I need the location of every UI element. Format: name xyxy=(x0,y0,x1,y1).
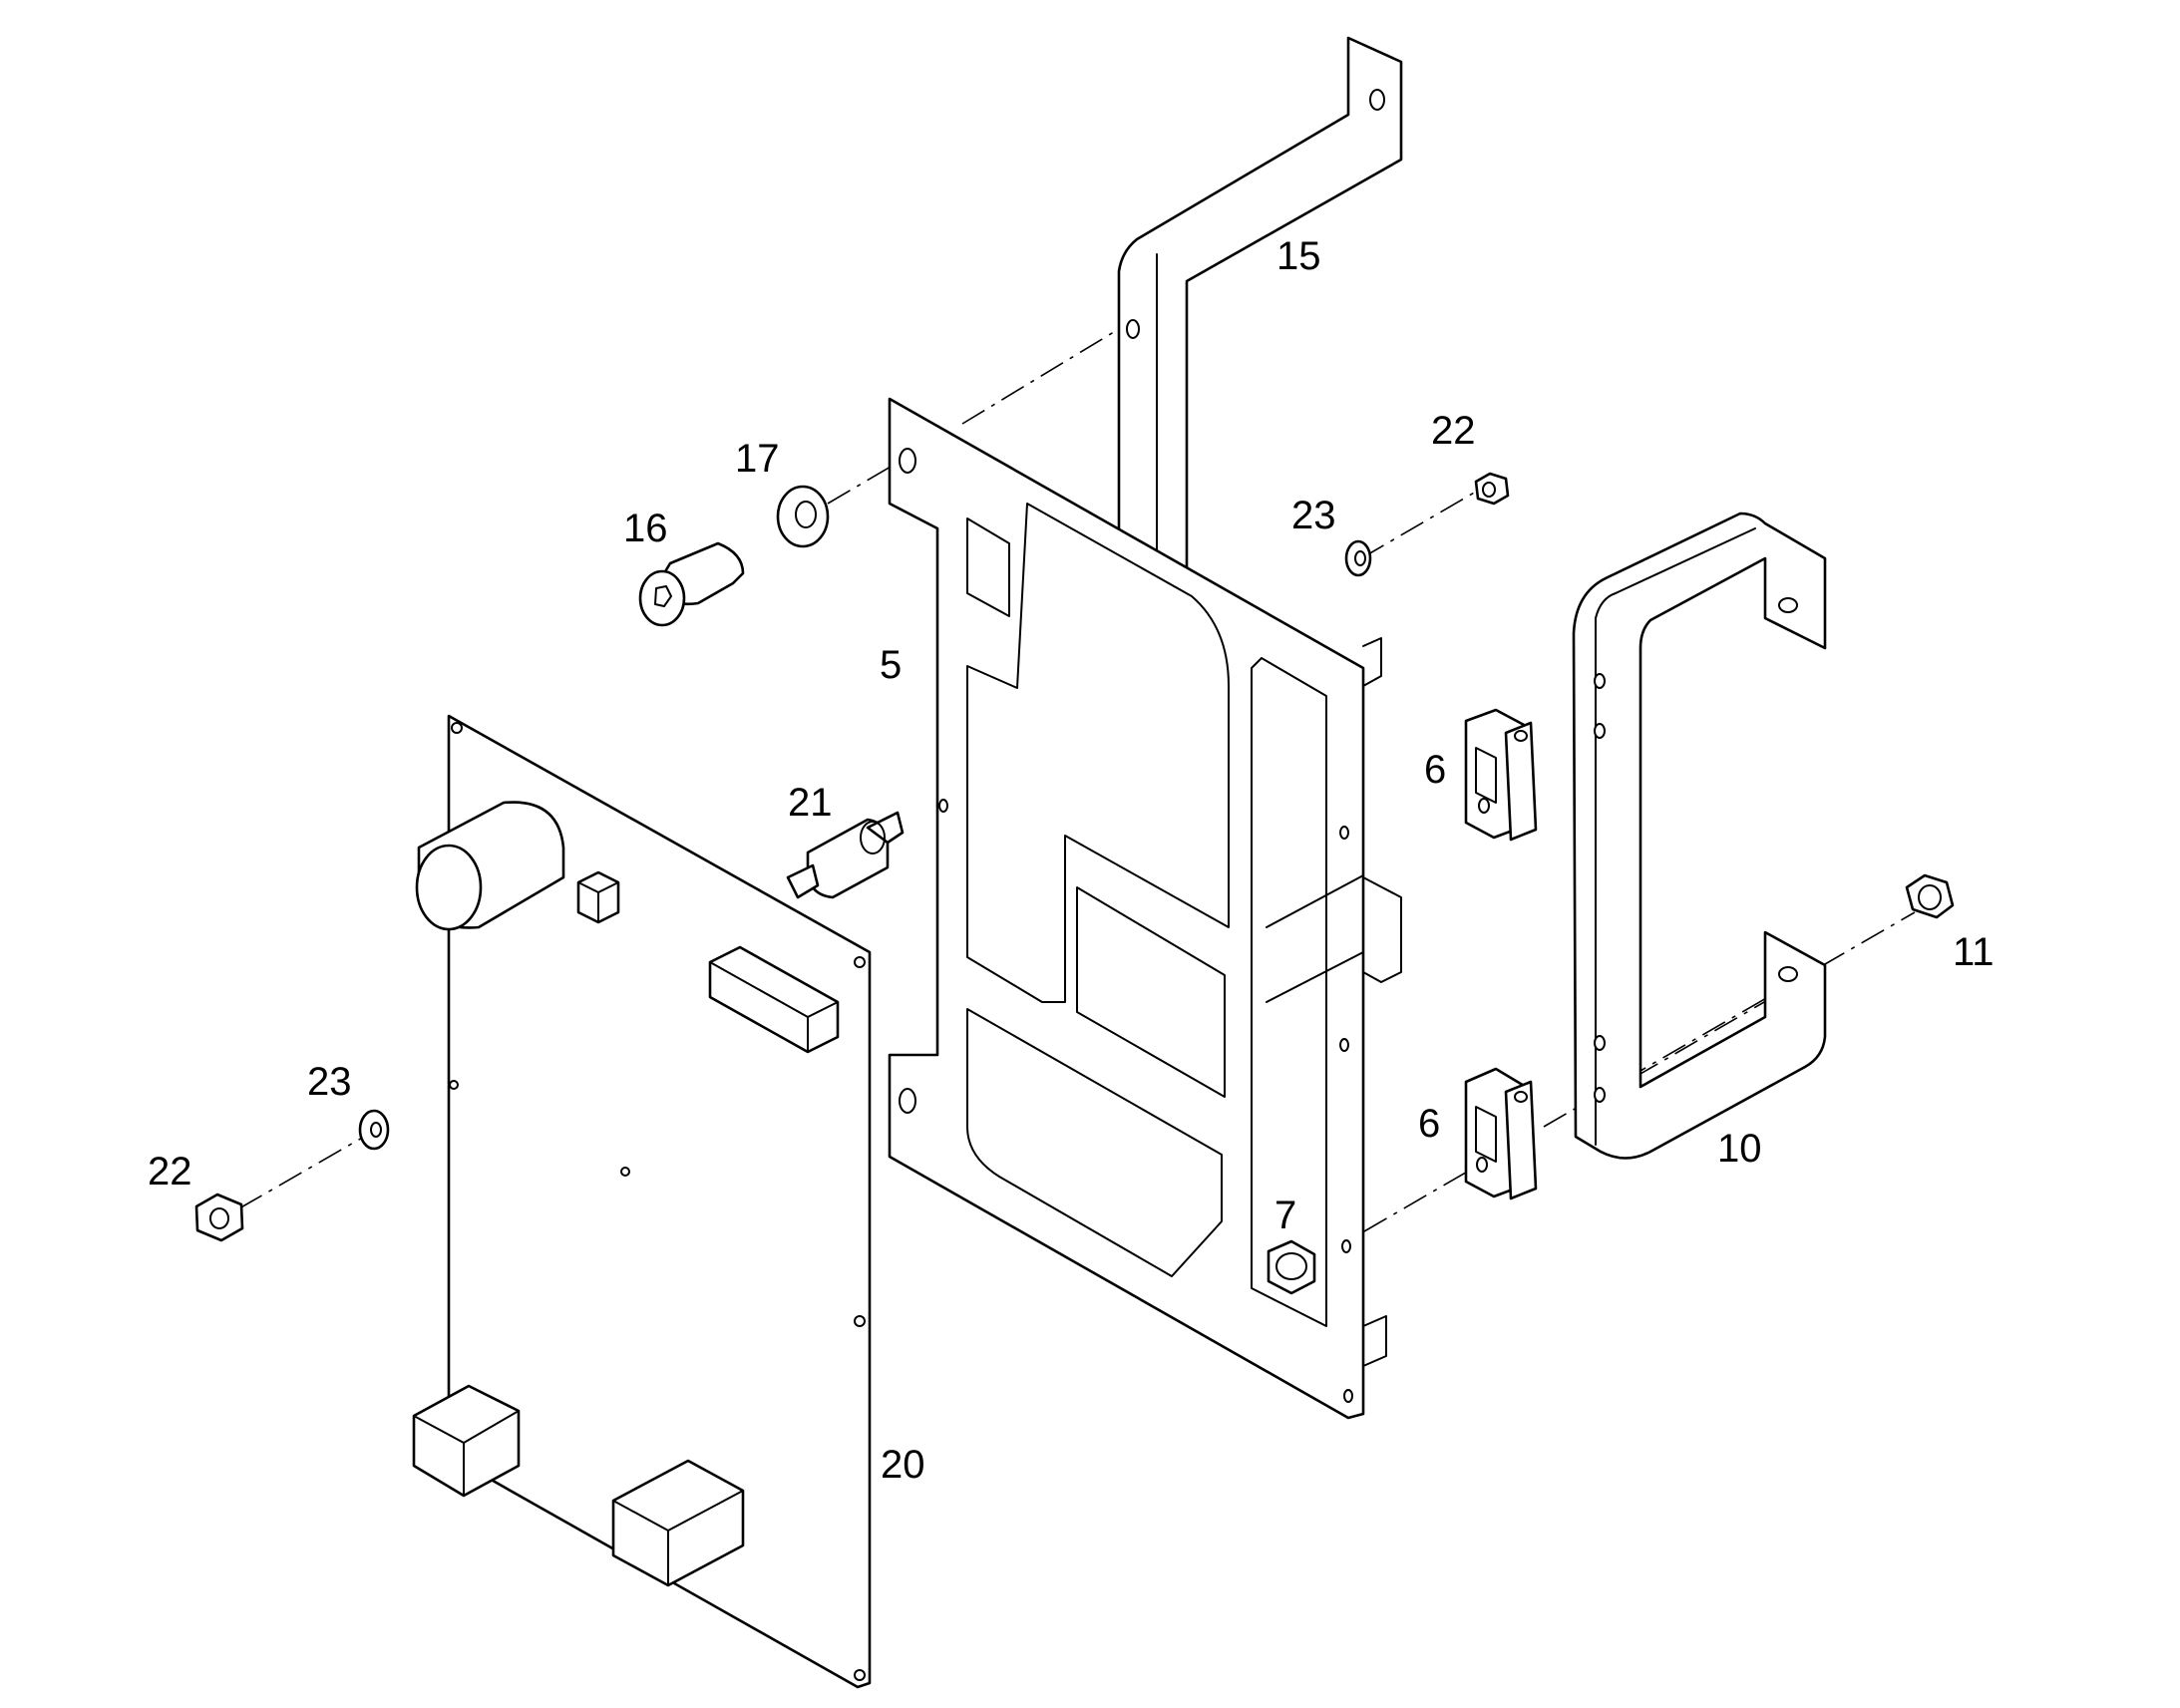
part-11-nut xyxy=(1905,873,1955,919)
callout-5: 5 xyxy=(880,643,902,687)
callout-17: 17 xyxy=(735,437,780,481)
part-22-nut-upper xyxy=(1474,472,1510,506)
callout-10: 10 xyxy=(1717,1127,1762,1171)
part-16-screw xyxy=(638,541,745,627)
callout-15: 15 xyxy=(1276,234,1321,278)
part-6-hinge-lower xyxy=(1464,1067,1538,1200)
callout-labels: 15 17 16 22 23 5 21 6 11 23 22 6 10 7 20 xyxy=(148,234,1995,1487)
part-23-washer-lower xyxy=(358,1109,390,1151)
part-22-nut-lower xyxy=(194,1193,244,1242)
callout-23-lower: 23 xyxy=(307,1060,352,1104)
callout-11: 11 xyxy=(1953,930,1995,974)
part-20-circuit-board xyxy=(412,714,872,1689)
part-21-standoff xyxy=(786,811,905,899)
callout-22-lower: 22 xyxy=(148,1150,192,1194)
callout-6-lower: 6 xyxy=(1418,1102,1440,1146)
part-23-washer-upper xyxy=(1344,539,1372,577)
callout-22-upper: 22 xyxy=(1431,409,1476,453)
part-6-hinge-upper xyxy=(1464,708,1538,842)
callout-23-upper: 23 xyxy=(1291,494,1336,537)
part-10-handle xyxy=(1572,512,1827,1160)
part-5-mounting-plate xyxy=(888,397,1402,1420)
callout-7: 7 xyxy=(1274,1194,1296,1237)
callout-16: 16 xyxy=(623,507,668,550)
callout-6-upper: 6 xyxy=(1424,748,1446,792)
callout-21: 21 xyxy=(788,781,833,825)
part-7-nut xyxy=(1267,1239,1316,1295)
callout-20: 20 xyxy=(881,1443,925,1487)
part-17-washer xyxy=(776,485,830,548)
